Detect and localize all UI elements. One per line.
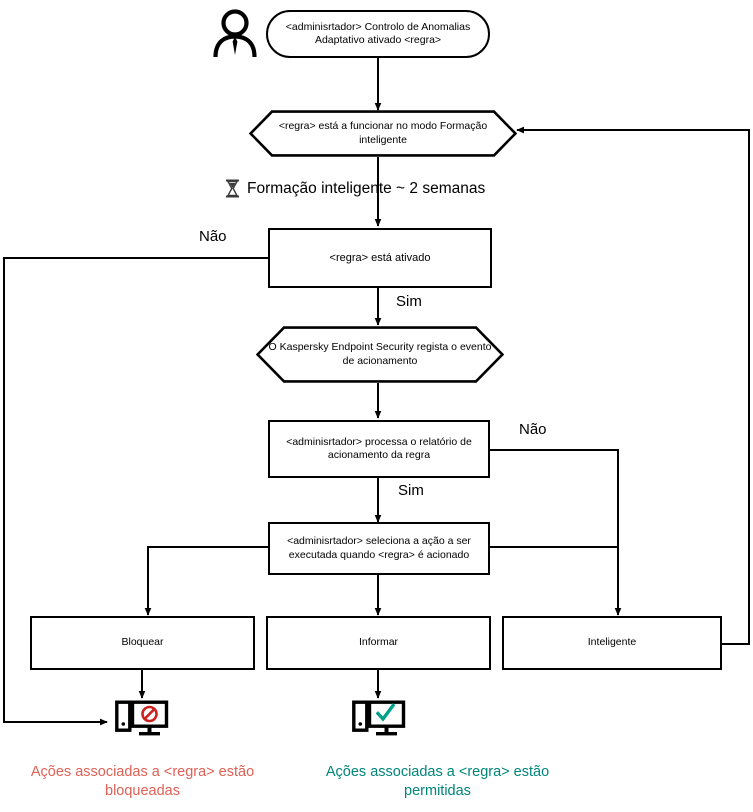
node-admin-processes-report-label: <adminisrtador> processa o relatório de … xyxy=(286,435,472,461)
branch-label-report-no: Não xyxy=(519,421,547,438)
node-action-inform: Informar xyxy=(266,616,491,670)
node-admin-selects-action-label: <adminisrtador> seleciona a ação a ser e… xyxy=(287,535,471,561)
node-admin-processes-report: <adminisrtador> processa o relatório de … xyxy=(268,420,490,478)
node-kes-logs-event: O Kaspersky Endpoint Security regista o … xyxy=(256,326,504,383)
user-person-icon xyxy=(209,6,261,58)
branch-label-report-yes: Sim xyxy=(398,482,424,499)
computer-allowed-icon xyxy=(352,700,406,744)
node-admin-selects-action: <adminisrtador> seleciona a ação a ser e… xyxy=(268,522,490,575)
hourglass-icon xyxy=(225,179,240,198)
training-duration-text: Formação inteligente ~ 2 semanas xyxy=(247,179,486,197)
hexagon-shape xyxy=(249,110,517,157)
node-smart-training-mode: <regra> está a funcionar no modo Formaçã… xyxy=(249,110,517,157)
computer-blocked-icon xyxy=(115,700,169,744)
training-duration-note: Formação inteligente ~ 2 semanas xyxy=(225,179,485,198)
hexagon-shape xyxy=(256,326,504,383)
node-action-smart-label: Inteligente xyxy=(587,636,637,649)
branch-label-rule-enabled-yes: Sim xyxy=(396,293,422,310)
edge-report-no-to-smart xyxy=(490,449,622,616)
node-kes-logs-event-label: O Kaspersky Endpoint Security regista o … xyxy=(268,341,492,367)
node-start-label: <adminisrtador> Controlo de Anomalias Ad… xyxy=(285,20,471,46)
node-start-terminal: <adminisrtador> Controlo de Anomalias Ad… xyxy=(266,10,490,58)
caption-blocked: Ações associadas a <regra> estão bloquea… xyxy=(30,764,255,799)
node-action-inform-label: Informar xyxy=(358,636,399,649)
node-action-smart: Inteligente xyxy=(502,616,722,670)
edge-select-to-block xyxy=(144,546,268,616)
node-rule-enabled-label: <regra> está ativado xyxy=(329,251,431,264)
node-smart-training-label: <regra> está a funcionar no modo Formaçã… xyxy=(278,120,488,146)
branch-label-rule-enabled-no: Não xyxy=(199,228,227,245)
caption-allowed: Ações associadas a <regra> estão permiti… xyxy=(325,764,550,799)
node-rule-enabled: <regra> está ativado xyxy=(268,228,492,288)
node-action-block-label: Bloquear xyxy=(121,636,164,649)
edge-smart-loop-back xyxy=(516,126,750,645)
node-action-block: Bloquear xyxy=(30,616,255,670)
